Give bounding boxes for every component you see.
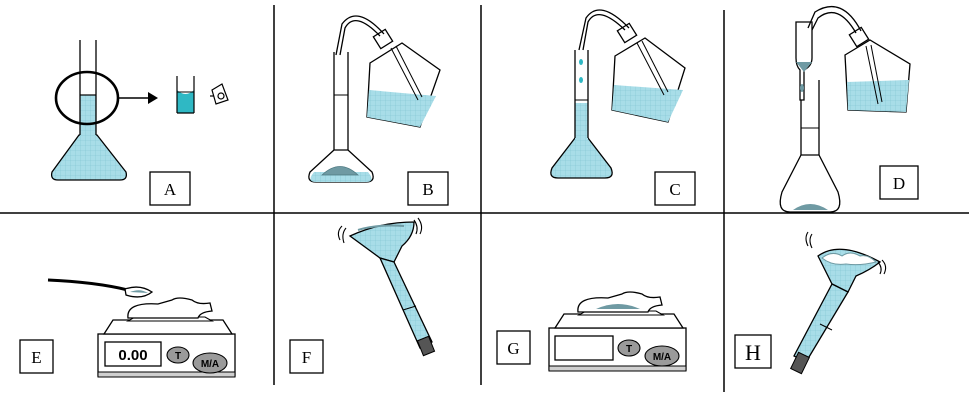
mode-label-e: M/A [201, 359, 219, 370]
label-g: G [507, 339, 519, 358]
wash-bottle-b [335, 15, 441, 128]
balance-readout-e: 0.00 [118, 347, 147, 364]
panel-dividers [0, 5, 969, 392]
panel-d: D [779, 5, 919, 213]
volumetric-flask-a [50, 40, 128, 181]
label-d: D [893, 174, 905, 193]
shake-motion-icon [337, 217, 423, 244]
shaking-flask-h [789, 248, 882, 375]
weighing-boat-e [127, 297, 213, 319]
eye-icon [210, 83, 229, 105]
volumetric-flask-c [550, 50, 613, 179]
balance-g: T M/A [548, 310, 687, 372]
panel-a: A [50, 40, 229, 206]
mode-button-g[interactable] [644, 345, 680, 367]
label-box-g [496, 330, 531, 365]
tare-button-e[interactable] [166, 346, 190, 364]
shake-motion-icon [805, 231, 887, 275]
label-box-a [149, 171, 191, 206]
panel-f: F [289, 217, 436, 374]
balance-e: 0.00 T M/A [97, 316, 236, 378]
funnel-d [795, 21, 813, 101]
label-b: B [422, 180, 433, 199]
panel-g: T M/A G [496, 291, 687, 372]
shaking-flask-f [348, 221, 436, 357]
tare-label-g: T [626, 344, 632, 355]
droplet [579, 59, 583, 65]
tare-label-e: T [175, 351, 181, 362]
wash-bottle-c [578, 9, 686, 123]
tare-button-g[interactable] [617, 339, 641, 357]
label-c: C [669, 180, 680, 199]
balance-display-g [554, 335, 614, 361]
label-box-c [654, 171, 696, 206]
mode-label-g: M/A [653, 352, 671, 363]
wash-bottle-d [807, 5, 911, 113]
panel-c: C [550, 9, 696, 206]
volumetric-flask-b [308, 52, 374, 183]
mode-button-e[interactable] [192, 352, 228, 374]
label-f: F [302, 348, 311, 367]
arrow-right-icon [118, 92, 158, 104]
label-box-f [289, 339, 324, 374]
droplet [579, 77, 583, 83]
panel-e: 0.00 T M/A E [19, 278, 236, 378]
spatula [47, 278, 154, 298]
label-e: E [31, 348, 41, 367]
panel-b: B [308, 15, 449, 206]
balance-display-e [104, 341, 162, 367]
label-box-d [879, 165, 919, 200]
label-box-h [734, 334, 772, 369]
label-box-e [19, 339, 54, 374]
volumetric-flask-d [779, 80, 841, 213]
label-h: H [745, 340, 761, 365]
weighing-boat-g [577, 291, 663, 313]
panel-h: H [734, 231, 887, 375]
meniscus-closeup [176, 76, 195, 114]
label-box-b [407, 171, 449, 206]
label-a: A [164, 180, 177, 199]
